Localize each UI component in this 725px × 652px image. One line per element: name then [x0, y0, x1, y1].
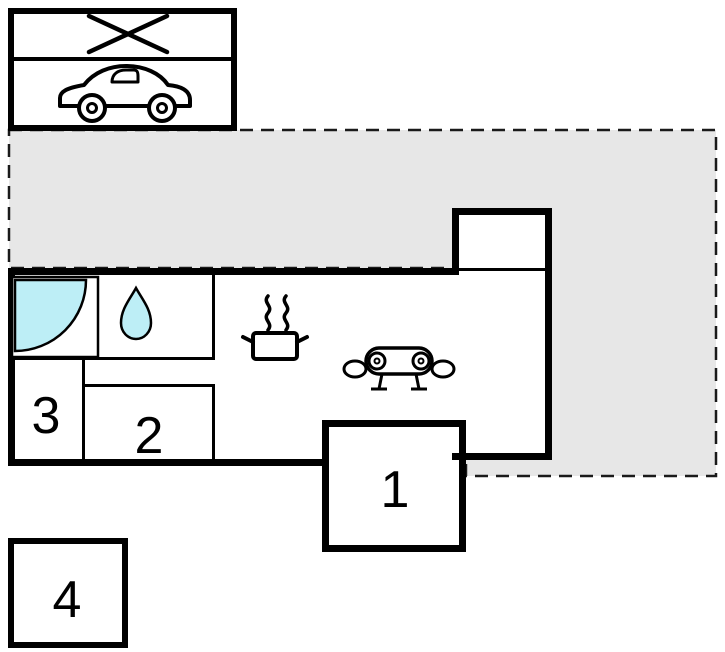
wall-bath-right: [212, 275, 215, 360]
car-wheel-rear: [147, 93, 177, 123]
car-wheel-front: [77, 93, 107, 123]
wall-room1-left: [322, 420, 329, 552]
wall-wing-left: [452, 208, 459, 275]
sofa-leg-left: [371, 373, 387, 391]
sofa-arm-left-roll: [373, 357, 381, 365]
room-1-label: 1: [381, 461, 410, 519]
room-2-label: 2: [135, 407, 164, 465]
pot-handle-left: [241, 335, 255, 344]
car-wheel-rear-hub: [156, 102, 168, 114]
room-labels: 3 2 1 4: [32, 387, 410, 629]
steam-line-right: [282, 294, 290, 332]
wall-main-left: [8, 268, 15, 466]
wall-bath-bottom: [15, 357, 215, 360]
steaming-pot-icon: [241, 294, 309, 361]
room-4-label: 4: [53, 571, 82, 629]
car-icon: [58, 64, 192, 123]
carport-block: [8, 8, 237, 131]
steam-line-left: [264, 294, 272, 332]
room-4-block: [8, 538, 128, 648]
house-right-wing-floor: [452, 208, 552, 460]
pot-handle-right: [295, 335, 309, 344]
pot-body: [251, 331, 299, 361]
x-cross-line-2: [86, 13, 170, 55]
room-4-border: [8, 538, 128, 648]
room-3-label: 3: [32, 387, 61, 445]
wall-main-top: [8, 268, 459, 275]
bathroom-fixtures: [10, 275, 153, 359]
wall-main-bottom: [8, 459, 329, 466]
water-drop-icon: [119, 285, 153, 341]
wall-room1-right: [459, 420, 466, 552]
sofa-icon: [342, 346, 456, 391]
walls: [8, 208, 552, 552]
room-4-floor: [8, 538, 128, 648]
x-cross-icon: [86, 13, 170, 55]
room-1-floor: [322, 420, 466, 552]
shower-icon: [13, 278, 88, 353]
wall-room1-top: [322, 420, 466, 427]
car-window: [110, 68, 140, 84]
wall-room1-bottom: [322, 545, 466, 552]
wall-wing-right: [545, 208, 552, 460]
car-wheel-front-hub: [86, 102, 98, 114]
wall-wing-divider: [459, 268, 545, 271]
carport-divider: [8, 57, 237, 61]
sofa-arm-right-roll: [417, 357, 425, 365]
side-table-left: [342, 359, 368, 379]
sofa-leg-right: [411, 373, 427, 391]
wall-room2-right: [212, 384, 215, 459]
wall-wing-bottom: [452, 453, 552, 460]
wall-wing-top: [452, 208, 552, 215]
wall-room2-top: [85, 384, 215, 387]
wall-room3-room2-divider: [82, 360, 85, 459]
carport-border: [8, 8, 237, 131]
side-table-right: [430, 359, 456, 379]
